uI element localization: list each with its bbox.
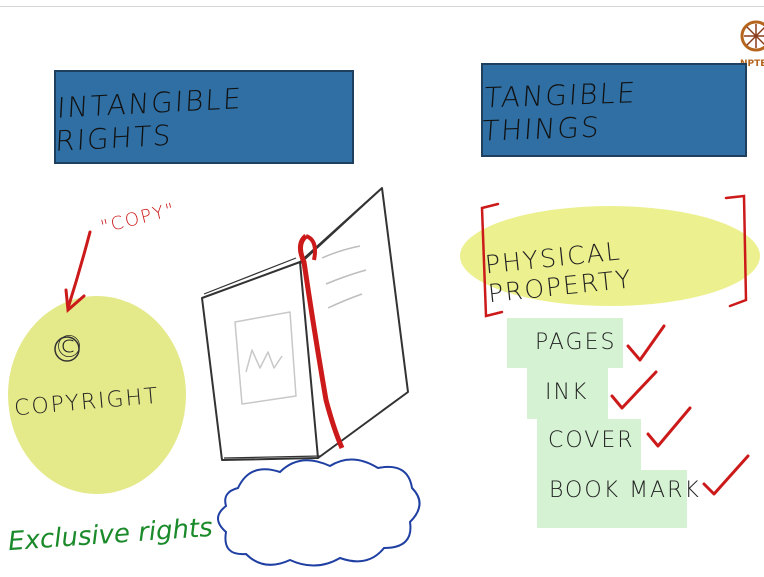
check-mark-icon [626, 324, 666, 362]
check-mark-icon [610, 370, 658, 410]
check-mark-icon [646, 406, 692, 448]
tangible-things-heading-box: TANGIBLE THINGS [481, 63, 747, 157]
open-book-icon [201, 187, 409, 461]
check-mark-icon [702, 454, 750, 496]
copyright-ring-icon [54, 336, 80, 362]
cloud-icon [217, 458, 421, 567]
copyright-highlight-circle [8, 296, 186, 494]
top-divider [0, 6, 764, 7]
property-item-pages: PAGES [535, 330, 617, 355]
intangible-rights-heading-box: INTANGIBLE RIGHTS [54, 70, 354, 164]
physical-property-highlight [460, 206, 760, 306]
bracket-icon [480, 194, 748, 318]
property-item-ink: INK [545, 380, 589, 405]
property-item-cover: COVER [548, 428, 635, 453]
down-arrow-icon [64, 230, 92, 314]
nptel-logo: NPTEL [734, 18, 764, 70]
ink-highlight [527, 367, 608, 419]
property-item-bookmark: BOOK MARK [549, 478, 701, 503]
cover-highlight [537, 419, 641, 471]
bookmark-highlight [537, 470, 687, 528]
pages-highlight [507, 318, 623, 368]
svg-text:NPTEL: NPTEL [740, 59, 764, 69]
